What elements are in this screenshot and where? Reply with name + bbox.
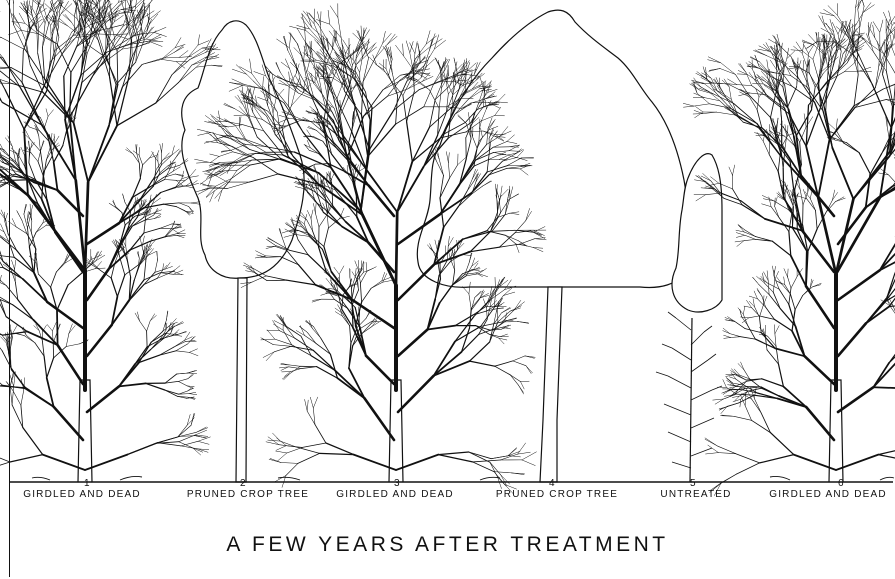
tree-number-6: 6 bbox=[838, 478, 844, 489]
tree-number-4: 4 bbox=[549, 478, 555, 489]
dead-tree-1 bbox=[0, 0, 222, 487]
crop-tree-4-trunk bbox=[540, 287, 562, 482]
tree-label-3: GIRDLED AND DEAD bbox=[336, 489, 454, 500]
figure-caption: A FEW YEARS AFTER TREATMENT bbox=[0, 533, 895, 557]
tree-label-6: GIRDLED AND DEAD bbox=[769, 489, 887, 500]
tree-label-2: PRUNED CROP TREE bbox=[187, 489, 309, 500]
tree-label-1: GIRDLED AND DEAD bbox=[23, 489, 141, 500]
crop-tree-4-crown bbox=[417, 10, 690, 287]
tree-label-4: PRUNED CROP TREE bbox=[496, 489, 618, 500]
crop-tree-2-trunk bbox=[236, 278, 247, 482]
tree-number-1: 1 bbox=[84, 478, 90, 489]
tree-number-5: 5 bbox=[690, 478, 696, 489]
tree-number-3: 3 bbox=[394, 478, 400, 489]
tree-label-5: UNTREATED bbox=[660, 489, 731, 500]
tree-number-2: 2 bbox=[240, 478, 246, 489]
